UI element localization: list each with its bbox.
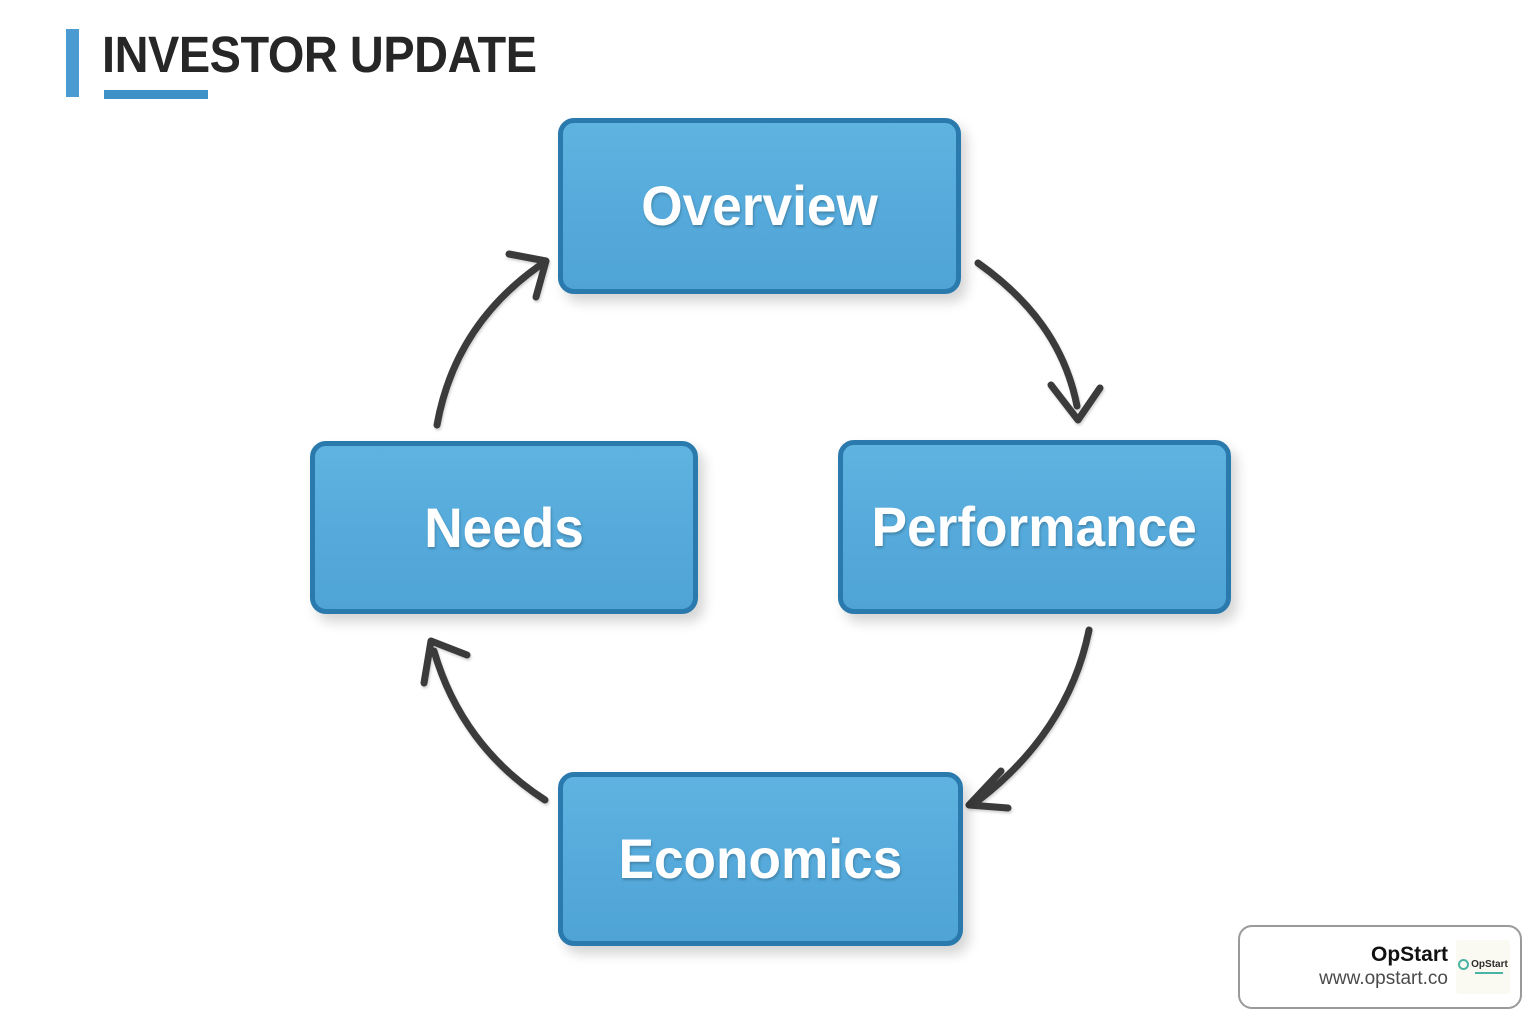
arrow-economics-to-needs xyxy=(420,637,549,804)
cycle-node-label: Needs xyxy=(424,495,584,559)
cycle-node-overview[interactable]: Overview xyxy=(558,118,961,294)
brand-name: OpStart xyxy=(1370,943,1448,967)
page-title: INVESTOR UPDATE xyxy=(102,26,537,83)
cycle-node-label: Economics xyxy=(618,827,903,890)
brand-card[interactable]: OpStart www.opstart.co OpStart xyxy=(1238,925,1522,1009)
brand-url[interactable]: www.opstart.co xyxy=(1319,968,1448,990)
opstart-logo-icon: OpStart xyxy=(1456,940,1510,994)
cycle-node-performance[interactable]: Performance xyxy=(838,440,1231,614)
circle-icon xyxy=(1458,959,1470,970)
arrow-overview-to-performance xyxy=(974,259,1104,424)
cycle-node-label: Overview xyxy=(641,174,878,237)
arrow-performance-to-economics xyxy=(965,626,1093,812)
title-accent-bar xyxy=(66,29,79,97)
opstart-logo-row: OpStart xyxy=(1458,959,1508,970)
cycle-node-economics[interactable]: Economics xyxy=(558,772,963,946)
opstart-logo-label: OpStart xyxy=(1471,958,1508,970)
title-block: INVESTOR UPDATE xyxy=(66,24,626,110)
title-underline xyxy=(104,90,208,99)
cycle-node-needs[interactable]: Needs xyxy=(310,441,698,614)
cycle-node-label: Performance xyxy=(871,495,1198,558)
arrow-needs-to-overview xyxy=(433,250,550,429)
opstart-logo-underline xyxy=(1475,972,1503,974)
brand-text-group: OpStart www.opstart.co xyxy=(1319,943,1456,991)
